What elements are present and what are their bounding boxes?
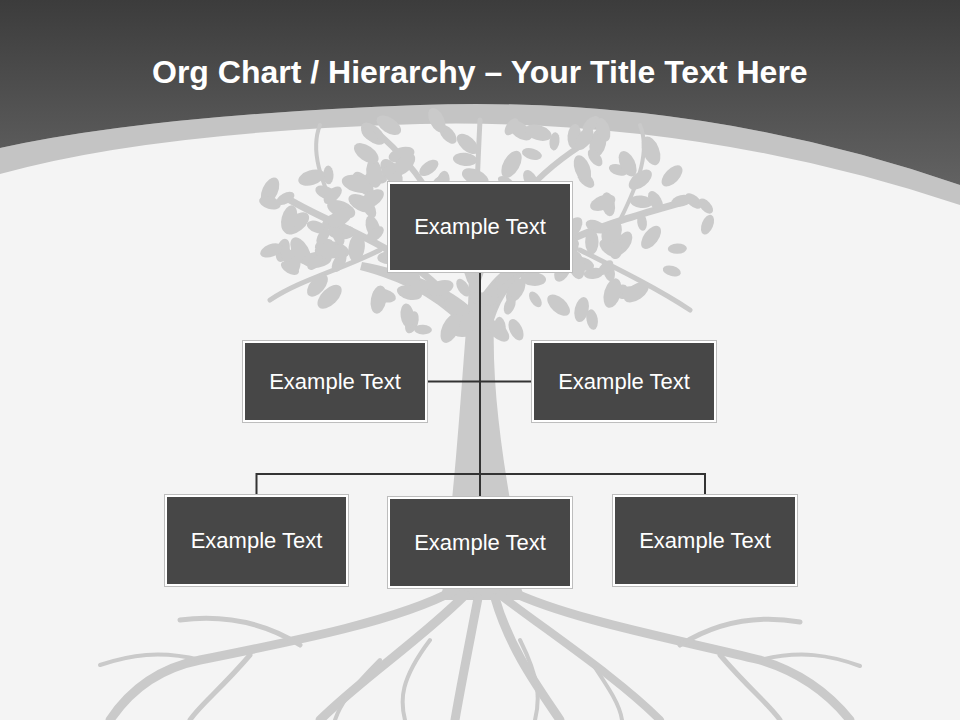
- leaf: [416, 156, 441, 179]
- leaf: [505, 317, 526, 343]
- leaf: [483, 316, 513, 345]
- org-box: Example Text: [388, 182, 572, 272]
- leaf: [698, 213, 716, 237]
- leaf: [303, 270, 332, 300]
- leaf: [523, 121, 553, 143]
- tree-roots: [100, 590, 860, 720]
- leaf: [658, 162, 686, 191]
- leaf: [520, 271, 547, 287]
- leaf: [620, 278, 652, 307]
- leaf: [645, 189, 666, 214]
- box-label: Example Text: [191, 528, 323, 554]
- leaf: [258, 194, 283, 212]
- leaf: [696, 196, 716, 216]
- leaf: [452, 152, 477, 167]
- leaf: [593, 116, 613, 143]
- header-band: [0, 0, 960, 185]
- leaf: [373, 111, 404, 139]
- leaf: [502, 116, 522, 138]
- leaf: [543, 290, 573, 319]
- org-box: Example Text: [243, 341, 427, 422]
- leaf: [426, 277, 456, 299]
- leaf: [279, 258, 302, 278]
- leaf: [323, 165, 334, 184]
- leaf: [399, 303, 415, 329]
- org-connector: [480, 272, 705, 495]
- org-connector: [427, 272, 480, 382]
- leaf: [453, 276, 473, 298]
- org-connector: [480, 272, 532, 382]
- leaf: [356, 185, 387, 213]
- leaf: [596, 258, 616, 278]
- org-box: Example Text: [165, 495, 348, 586]
- box-label: Example Text: [414, 214, 546, 240]
- slide-title: Org Chart / Hierarchy – Your Title Text …: [152, 54, 808, 91]
- leaf: [325, 203, 356, 231]
- leaf: [571, 124, 597, 153]
- leaf: [585, 229, 599, 254]
- leaf: [662, 264, 682, 279]
- leaf: [497, 147, 526, 181]
- leaf: [526, 289, 544, 309]
- leaf: [320, 183, 345, 207]
- leaf: [425, 105, 449, 135]
- leaf: [668, 243, 687, 254]
- leaf: [636, 213, 648, 232]
- org-box: Example Text: [388, 497, 572, 588]
- leaf: [502, 295, 518, 317]
- leaf: [350, 139, 382, 168]
- leaf: [572, 296, 591, 324]
- leaf: [600, 276, 624, 310]
- tree-leaves: [257, 105, 717, 346]
- leaf: [296, 167, 326, 189]
- org-box: Example Text: [532, 341, 716, 422]
- leaf: [588, 191, 618, 214]
- leaf: [414, 324, 432, 335]
- leaf: [314, 226, 333, 247]
- box-label: Example Text: [558, 369, 690, 395]
- leaf: [258, 241, 284, 261]
- leaf: [363, 223, 386, 245]
- leaf: [330, 225, 347, 247]
- leaf: [278, 204, 300, 235]
- leaf: [436, 311, 464, 346]
- box-label: Example Text: [639, 528, 771, 554]
- leaf: [615, 148, 640, 179]
- tree-illustration: [100, 105, 860, 720]
- leaf: [368, 284, 388, 315]
- leaf: [395, 283, 423, 303]
- box-label: Example Text: [414, 530, 546, 556]
- leaf: [380, 160, 401, 178]
- leaf: [347, 232, 367, 263]
- leaf: [607, 220, 624, 244]
- leaf: [637, 222, 665, 252]
- org-connector: [257, 272, 481, 495]
- leaf: [305, 252, 326, 272]
- leaf: [521, 146, 544, 162]
- org-box: Example Text: [613, 495, 797, 586]
- leaf: [638, 134, 664, 168]
- leaf: [359, 124, 381, 145]
- box-label: Example Text: [269, 369, 401, 395]
- leaf: [585, 147, 605, 169]
